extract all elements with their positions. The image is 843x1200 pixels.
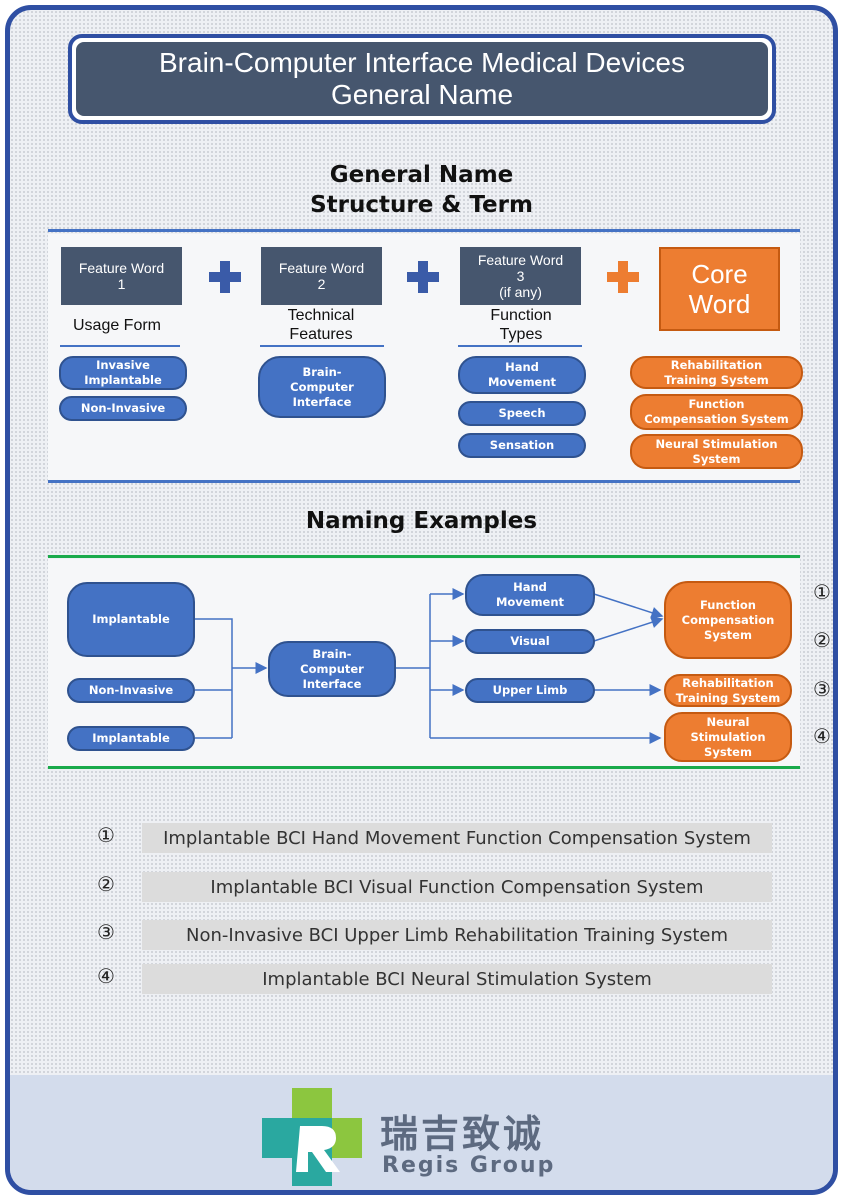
structure-bottom-rule: [48, 480, 800, 483]
plus-icon: [607, 261, 639, 293]
node-rehabilitation: Rehabilitation Training System: [664, 674, 792, 707]
feature-word-2-box: Feature Word 2: [261, 247, 382, 305]
title-line-1: Brain-Computer Interface Medical Devices: [159, 47, 685, 78]
usage-form-underline: [60, 345, 180, 347]
usage-form-label: Usage Form: [72, 317, 162, 334]
title-banner: Brain-Computer Interface Medical Devices…: [68, 34, 776, 124]
option-rehabilitation: Rehabilitation Training System: [630, 356, 803, 389]
examples-heading: Naming Examples: [305, 508, 538, 534]
structure-top-rule: [48, 229, 800, 232]
page-frame: Brain-Computer Interface Medical Devices…: [5, 5, 838, 1195]
node-implantable-1: Implantable: [67, 582, 195, 657]
node-function-compensation: Function Compensation System: [664, 581, 792, 659]
list-item: Implantable BCI Neural Stimulation Syste…: [142, 964, 772, 994]
list-item: Implantable BCI Visual Function Compensa…: [142, 872, 772, 902]
list-item-number: ④: [97, 964, 115, 988]
option-invasive-implantable: Invasive Implantable: [59, 356, 187, 390]
regis-logo-icon: [262, 1088, 362, 1186]
option-bci: Brain- Computer Interface: [258, 356, 386, 418]
brand-name-en: Regis Group: [382, 1153, 556, 1178]
option-non-invasive: Non-Invasive: [59, 396, 187, 421]
node-non-invasive: Non-Invasive: [67, 678, 195, 703]
core-word-box: Core Word: [659, 247, 780, 331]
node-implantable-2: Implantable: [67, 726, 195, 751]
node-hand-movement: Hand Movement: [465, 574, 595, 616]
structure-heading-2: Structure & Term: [310, 192, 533, 218]
option-neural-stimulation: Neural Stimulation System: [630, 434, 803, 469]
node-bci: Brain- Computer Interface: [268, 641, 396, 697]
brand-name-cn: 瑞吉致诚: [380, 1112, 545, 1156]
examples-top-rule: [48, 555, 800, 558]
flow-connectors: [194, 588, 664, 744]
option-hand-movement: Hand Movement: [458, 356, 586, 394]
list-item: Non-Invasive BCI Upper Limb Rehabilitati…: [142, 920, 772, 950]
technical-features-label: Technical Features: [287, 307, 355, 343]
function-types-label: Function Types: [490, 307, 552, 343]
example-marker-3: ③: [813, 677, 831, 701]
node-neural-stimulation: Neural Stimulation System: [664, 712, 792, 762]
function-types-underline: [458, 345, 582, 347]
footer-band: [10, 1075, 833, 1190]
node-upper-limb: Upper Limb: [465, 678, 595, 703]
node-visual: Visual: [465, 629, 595, 654]
option-function-compensation: Function Compensation System: [630, 394, 803, 430]
example-marker-1: ①: [813, 580, 831, 604]
example-marker-4: ④: [813, 724, 831, 748]
list-item-number: ②: [97, 872, 115, 896]
title-line-2: General Name: [330, 79, 514, 110]
list-item-number: ①: [97, 823, 115, 847]
list-item-number: ③: [97, 920, 115, 944]
structure-heading-1: General Name: [329, 162, 514, 188]
plus-icon: [209, 261, 241, 293]
option-sensation: Sensation: [458, 433, 586, 458]
examples-bottom-rule: [48, 766, 800, 769]
option-speech: Speech: [458, 401, 586, 426]
plus-icon: [407, 261, 439, 293]
feature-word-3-box: Feature Word 3 (if any): [460, 247, 581, 305]
example-marker-2: ②: [813, 628, 831, 652]
feature-word-1-box: Feature Word 1: [61, 247, 182, 305]
list-item: Implantable BCI Hand Movement Function C…: [142, 823, 772, 853]
technical-features-underline: [260, 345, 384, 347]
